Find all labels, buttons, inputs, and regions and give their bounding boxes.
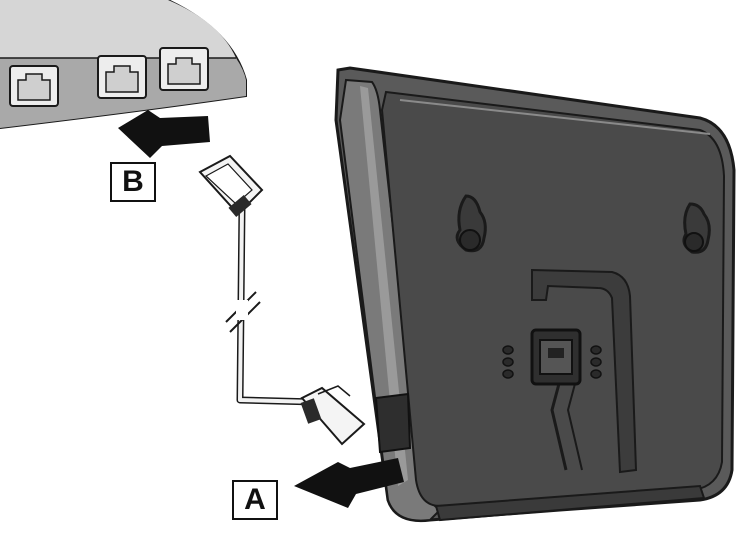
rj-plug-icon: [300, 385, 366, 446]
rj-plug-icon: [198, 154, 264, 218]
side-port: [374, 392, 412, 454]
grip-dots: [590, 345, 602, 379]
grip-dots: [502, 345, 514, 379]
router: [0, 0, 247, 130]
rj-socket-icon: [530, 328, 582, 386]
router-top-face: [0, 0, 236, 58]
arrow-right-icon: [118, 110, 210, 158]
phone-cable: [225, 205, 317, 406]
ethernet-port-icon: [9, 65, 59, 107]
wall-mount-keyhole: [682, 202, 711, 254]
ethernet-port-icon: [97, 55, 147, 99]
ethernet-port-icon: [159, 47, 209, 91]
base-station: [334, 66, 736, 523]
wall-mount-keyhole: [455, 194, 487, 253]
callout-label-b: B: [110, 162, 156, 202]
arrow-right-icon: [294, 458, 404, 508]
callout-label-a: A: [232, 480, 278, 520]
base-station-back-panel: [380, 90, 726, 508]
cable-channel: [531, 268, 638, 474]
